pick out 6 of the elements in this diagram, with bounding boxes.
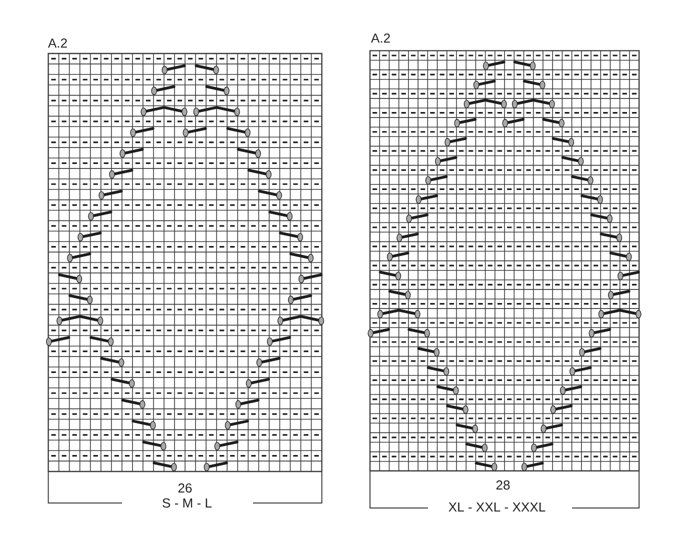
stitch-count: 28 [496,480,510,490]
chart-title: A.2 [48,38,67,48]
size-range: S - M - L [162,498,212,508]
stitch-count: 26 [178,483,192,493]
chart-title: A.2 [370,33,390,43]
size-range: XL - XXL - XXXL [448,502,546,512]
